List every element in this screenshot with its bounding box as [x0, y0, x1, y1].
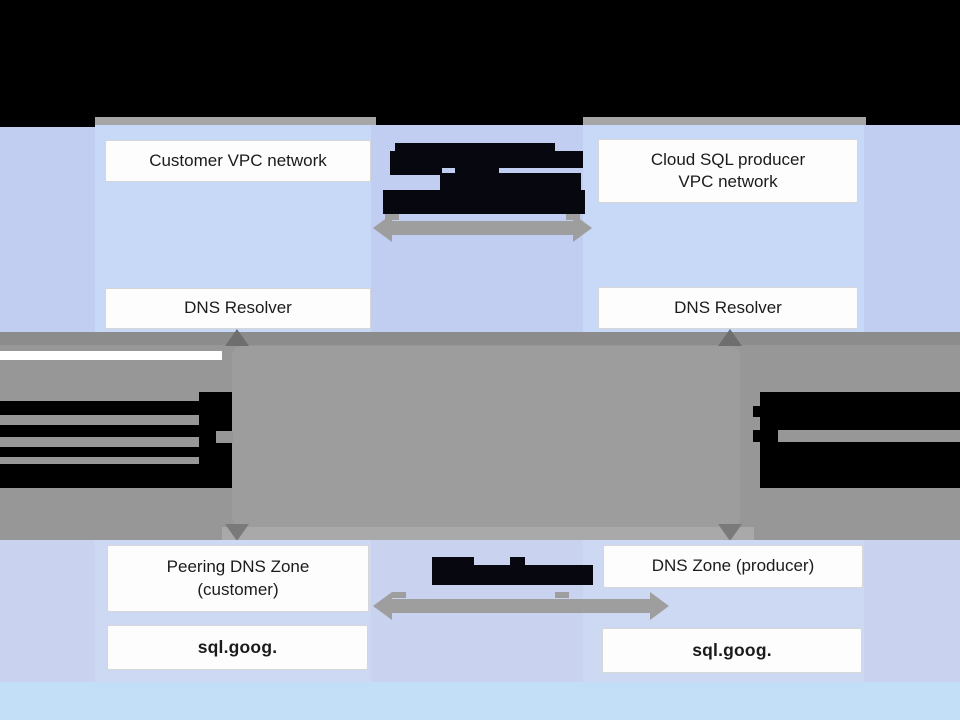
arrow-nub: [566, 214, 580, 220]
up-arrowhead-left: [225, 329, 249, 346]
arrow-head-left: [373, 592, 392, 620]
arrow-shaft: [392, 221, 573, 235]
producer-vpc-label: Cloud SQL producer VPC network: [650, 149, 806, 191]
customer-domain-label: sql.goog.: [197, 636, 278, 657]
central-gray-box: [232, 346, 740, 527]
redacted-header-bar: [0, 0, 960, 117]
arrow-head-right: [650, 592, 669, 620]
producer-panel-top-edge: [583, 114, 866, 125]
arrow-nub: [385, 214, 399, 220]
redacted-header-bar-right: [866, 117, 960, 125]
customer-peering-zone-label: Peering DNS Zone (customer): [166, 557, 310, 599]
arrow-head-left: [373, 214, 392, 242]
customer-panel-top-edge: [95, 117, 376, 125]
gray-band-top-edge: [0, 332, 960, 345]
customer-vpc-label: Customer VPC network: [149, 150, 327, 170]
producer-zone-label: DNS Zone (producer): [651, 556, 815, 576]
arrow-head-right: [573, 214, 592, 242]
producer-dns-resolver-label: DNS Resolver: [674, 297, 782, 317]
up-arrowhead-right: [718, 329, 742, 346]
customer-domain-box: sql.goog.: [107, 625, 368, 670]
bottom-band-lower: [0, 682, 960, 720]
down-arrowhead-right: [718, 524, 742, 541]
redacted-header-bar-left: [0, 117, 95, 127]
redacted-header-bar-mid: [376, 117, 583, 125]
customer-peering-zone-box: Peering DNS Zone (customer): [107, 545, 369, 612]
arrow-nub: [392, 592, 406, 598]
customer-dns-resolver-label: DNS Resolver: [184, 298, 292, 318]
vpc-peering-arrow: [373, 214, 592, 242]
producer-dns-resolver-box: DNS Resolver: [598, 287, 858, 329]
arrow-nub: [555, 592, 569, 598]
dns-peering-arrow: [373, 592, 669, 620]
central-box-bottom-shade: [222, 527, 754, 540]
down-arrowhead-left: [225, 524, 249, 541]
left-white-strip: [0, 351, 222, 360]
customer-vpc-label-box: Customer VPC network: [105, 140, 371, 182]
producer-zone-box: DNS Zone (producer): [603, 545, 863, 588]
producer-domain-label: sql.goog.: [692, 639, 772, 660]
customer-dns-resolver-box: DNS Resolver: [105, 288, 371, 329]
producer-vpc-label-box: Cloud SQL producer VPC network: [598, 139, 858, 203]
producer-domain-box: sql.goog.: [602, 628, 862, 673]
arrow-shaft: [392, 599, 650, 613]
